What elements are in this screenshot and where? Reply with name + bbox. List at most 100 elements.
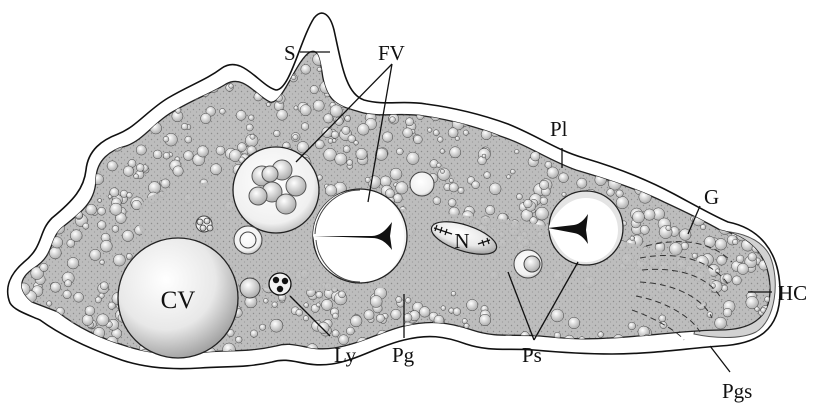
granule xyxy=(47,301,52,306)
granule xyxy=(328,139,333,144)
granule xyxy=(32,128,42,138)
granule xyxy=(347,160,353,166)
granule xyxy=(437,163,442,168)
granule xyxy=(629,75,638,84)
granule xyxy=(76,158,81,163)
granule xyxy=(86,204,97,215)
granule xyxy=(759,190,765,196)
granule xyxy=(580,91,592,103)
granule xyxy=(735,181,743,189)
granule xyxy=(123,166,133,176)
granule xyxy=(89,76,102,89)
granule xyxy=(16,135,26,145)
label-g: G xyxy=(704,185,719,209)
granule xyxy=(573,140,577,144)
granule xyxy=(474,103,482,111)
granule xyxy=(83,223,89,229)
granule xyxy=(417,352,426,361)
granule xyxy=(477,57,489,69)
granule xyxy=(18,162,26,170)
granule xyxy=(45,173,54,182)
granule xyxy=(104,74,111,81)
granule xyxy=(702,351,707,356)
granule xyxy=(479,314,491,326)
granule xyxy=(376,314,384,322)
granule xyxy=(235,36,246,47)
granule xyxy=(61,108,72,119)
label-pl: Pl xyxy=(550,117,568,141)
granule xyxy=(717,38,722,43)
granule xyxy=(166,39,172,45)
granule xyxy=(650,171,662,183)
granule xyxy=(690,174,695,179)
granule xyxy=(581,61,588,68)
granule xyxy=(674,115,679,120)
granule xyxy=(743,114,751,122)
granule xyxy=(754,83,766,95)
granule xyxy=(735,155,739,159)
granule xyxy=(103,47,114,58)
granule xyxy=(500,81,505,86)
granule xyxy=(270,67,278,75)
granule xyxy=(696,64,703,71)
granule xyxy=(404,76,410,82)
granule xyxy=(683,74,690,81)
granule xyxy=(313,100,324,111)
granule xyxy=(659,315,666,322)
granule xyxy=(751,216,761,226)
granule xyxy=(609,114,616,121)
granule xyxy=(645,138,655,148)
granule xyxy=(133,79,140,86)
granule xyxy=(565,73,575,83)
granule xyxy=(472,181,480,189)
granule xyxy=(600,59,609,68)
granule xyxy=(723,308,732,317)
granule xyxy=(33,325,39,331)
granule xyxy=(67,257,79,269)
granule xyxy=(270,63,279,72)
granule xyxy=(97,46,109,58)
granule xyxy=(518,116,523,121)
granule xyxy=(690,50,700,60)
granule xyxy=(625,120,634,129)
granule xyxy=(628,93,633,98)
granule xyxy=(669,243,682,256)
granule xyxy=(659,161,665,167)
granule xyxy=(403,314,412,323)
granule xyxy=(127,193,133,199)
granule xyxy=(72,37,85,50)
granule xyxy=(524,199,533,208)
granule xyxy=(330,105,342,117)
granule xyxy=(396,297,402,303)
granule xyxy=(322,127,333,138)
granule xyxy=(715,239,727,251)
granule xyxy=(640,225,649,234)
granule xyxy=(715,105,722,112)
granule xyxy=(95,297,101,303)
granule xyxy=(181,123,188,130)
granule xyxy=(723,274,732,283)
granule xyxy=(406,118,414,126)
granule xyxy=(676,154,685,163)
granule xyxy=(533,49,543,59)
granule xyxy=(18,211,26,219)
granule xyxy=(382,82,388,88)
granule xyxy=(746,154,752,160)
granule xyxy=(759,56,771,68)
granule xyxy=(747,181,754,188)
granule xyxy=(49,247,61,259)
granule xyxy=(614,148,623,157)
granule xyxy=(773,335,784,346)
granule xyxy=(197,146,208,157)
granule xyxy=(516,194,522,200)
granule xyxy=(750,177,758,185)
granule xyxy=(370,296,382,308)
granule xyxy=(201,113,211,123)
granule xyxy=(650,141,663,154)
granule xyxy=(713,51,720,58)
granule xyxy=(301,123,309,131)
granule xyxy=(482,154,486,158)
granule xyxy=(164,43,173,52)
granule xyxy=(535,86,544,95)
granule xyxy=(204,35,213,44)
